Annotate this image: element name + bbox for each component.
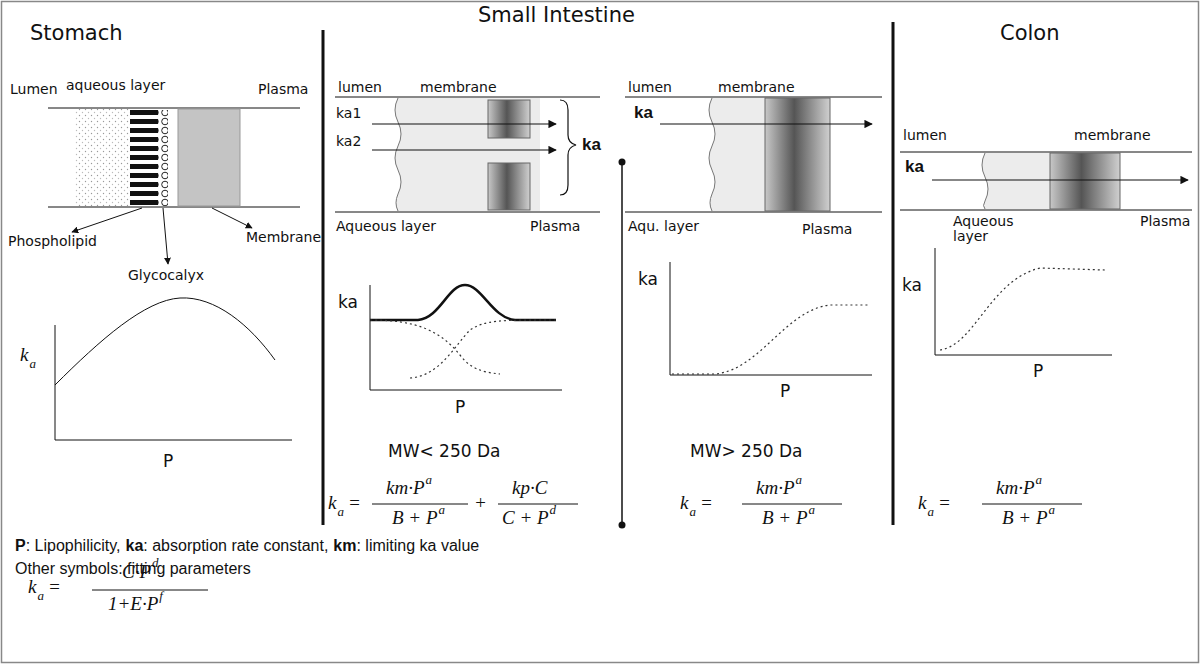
legend-text: : absorption rate constant, xyxy=(143,537,328,555)
formula-term: B + P xyxy=(392,508,438,529)
diagram-label: Glycocalyx xyxy=(128,268,204,283)
legend-term: P xyxy=(15,537,26,555)
formula-term: = xyxy=(348,493,361,514)
diagram-label: lumen xyxy=(903,128,947,143)
axis-label: P xyxy=(163,452,173,471)
diagram-label: ka1 xyxy=(336,106,361,121)
panel-heading: Stomach xyxy=(30,22,123,45)
diagram-label: Aqueous layer xyxy=(336,219,436,234)
axis-label: MW< 250 Da xyxy=(388,442,500,461)
formula-index: f xyxy=(159,589,163,603)
formula-term: k xyxy=(680,493,688,514)
legend-term: km xyxy=(333,537,356,555)
axis-label: P xyxy=(1033,362,1043,381)
formula-index: a xyxy=(796,473,803,487)
diagram-label: aqueous layer xyxy=(66,78,165,93)
formula-index: a xyxy=(1036,473,1043,487)
axis-label: ka xyxy=(338,293,358,312)
formula-term: k xyxy=(20,345,28,366)
formula-index: a xyxy=(1049,503,1056,517)
formula-index: a xyxy=(439,503,446,517)
formula-index: a xyxy=(426,473,433,487)
diagram-label: lumen xyxy=(628,80,672,95)
panel-heading: Small Intestine xyxy=(478,4,635,27)
legend-term: ka xyxy=(126,537,144,555)
formula-term: C + P xyxy=(502,508,549,529)
diagram-label: Plasma xyxy=(258,82,308,97)
axis-label: P xyxy=(455,398,465,417)
formula-term: km·P xyxy=(756,478,795,499)
legend-text: : limiting ka value xyxy=(356,537,479,555)
diagram-label: Phospholipid xyxy=(8,234,97,249)
axis-label: ka xyxy=(902,276,922,295)
diagram-label: lumen xyxy=(338,80,382,95)
formula-term: k xyxy=(328,493,336,514)
formula-term: km·P xyxy=(996,478,1035,499)
diagram-label: Plasma xyxy=(530,219,580,234)
formula-index: a xyxy=(689,505,696,519)
formula-term: = xyxy=(938,493,951,514)
diagram-label: Plasma xyxy=(1140,214,1190,229)
axis-label: MW> 250 Da xyxy=(690,442,802,461)
axis-label: P xyxy=(780,382,790,401)
formula-term: = xyxy=(700,493,713,514)
formula-term: B + P xyxy=(762,508,808,529)
formula-index: a xyxy=(29,357,36,371)
diagram-label: membrane xyxy=(420,80,497,95)
legend-text: : Lipophilicity, xyxy=(26,537,121,555)
diagram-label: membrane xyxy=(718,80,795,95)
formula-index: d xyxy=(550,503,557,517)
diagram-label: Aqueous layer xyxy=(953,214,1025,245)
formula-term: kp·C xyxy=(512,478,547,499)
formula-index: a xyxy=(337,505,344,519)
formula-term: km·P xyxy=(386,478,425,499)
formula-index: a xyxy=(809,503,816,517)
rate-label: ka xyxy=(582,136,601,155)
diagram-label: Plasma xyxy=(802,222,852,237)
formula-term: 1+E·P xyxy=(108,594,158,615)
panel-heading: Colon xyxy=(1000,22,1060,45)
formula-term: = xyxy=(48,577,61,598)
formula-term: k xyxy=(28,577,36,598)
rate-label: ka xyxy=(634,104,653,123)
formula-index: a xyxy=(927,505,934,519)
diagram-label: membrane xyxy=(1074,128,1151,143)
formula-term: B + P xyxy=(1002,508,1048,529)
diagram-label: Aqu. layer xyxy=(628,219,699,234)
axis-label: ka xyxy=(638,270,658,289)
formula-term: k xyxy=(918,493,926,514)
diagram-label: Lumen xyxy=(10,82,58,97)
formula-term: + xyxy=(474,493,487,514)
formula-index: a xyxy=(37,589,44,603)
legend-text: Other symbols: fitting parameters xyxy=(15,560,251,578)
diagram-label: ka2 xyxy=(336,134,361,149)
diagram-label: Membrane xyxy=(246,230,321,245)
rate-label: ka xyxy=(905,158,924,177)
